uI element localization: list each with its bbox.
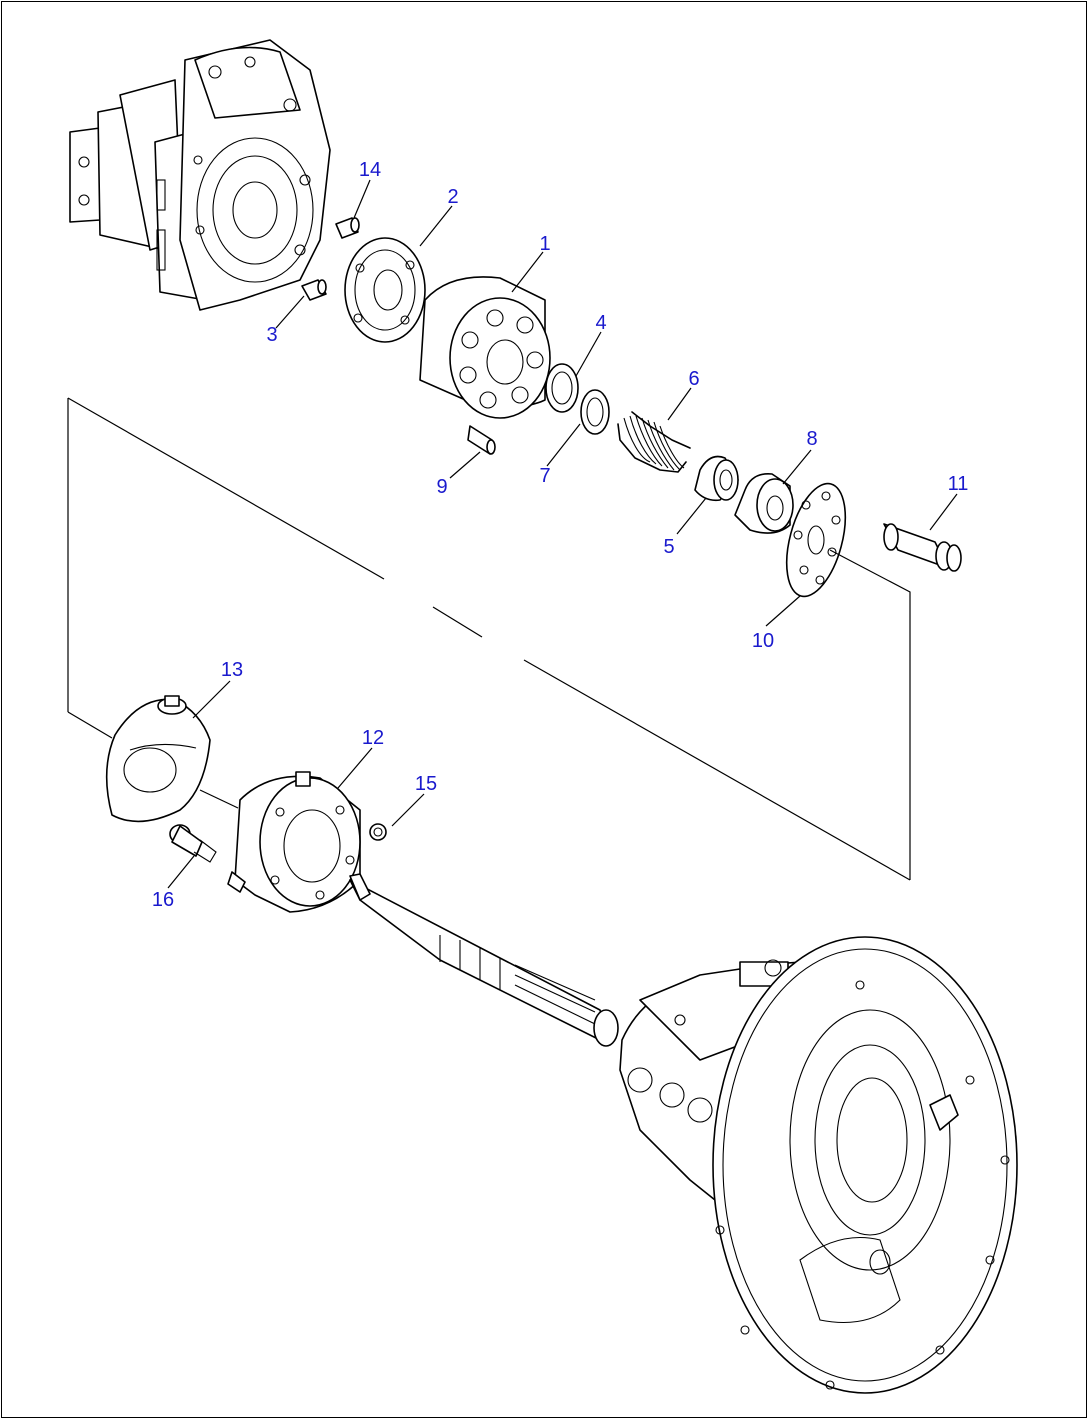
callout-10: 10 (752, 630, 774, 652)
pin-part-14 (335, 217, 360, 239)
cradle-part-12 (227, 771, 361, 913)
callout-labels: 1 2 3 4 5 6 7 8 9 10 11 12 13 14 15 16 (152, 159, 969, 911)
callout-6: 6 (688, 368, 699, 390)
callout-14: 14 (359, 159, 381, 181)
cylinder-block-part-1 (419, 276, 551, 419)
callout-3: 3 (266, 324, 277, 346)
bolt-part-16 (169, 824, 217, 863)
leader-lines (167, 179, 958, 889)
bushing-part-5 (694, 455, 739, 502)
spherical-bushing-part-8 (734, 473, 794, 534)
upper-pump-housing (69, 39, 331, 311)
valve-plate-part-2 (344, 237, 426, 343)
o-ring-part-15 (369, 823, 387, 841)
callout-12: 12 (362, 727, 384, 749)
callout-11: 11 (948, 473, 969, 495)
callout-15: 15 (415, 773, 437, 795)
spring-part-6 (617, 411, 691, 473)
swash-plate-part-13 (105, 695, 211, 823)
callout-2: 2 (447, 186, 458, 208)
washer-part-7 (580, 389, 610, 435)
callout-1: 1 (539, 233, 550, 255)
callout-5: 5 (663, 536, 674, 558)
lower-pump-housing (619, 936, 1018, 1394)
ring-part-4 (545, 363, 579, 413)
callout-7: 7 (539, 465, 550, 487)
pin-part-9 (467, 425, 496, 455)
shaft-pin-part-11 (883, 523, 962, 572)
callout-8: 8 (806, 428, 817, 450)
pin-part-3 (301, 279, 327, 301)
drive-shaft (349, 873, 619, 1047)
callout-4: 4 (595, 312, 606, 334)
callout-16: 16 (152, 889, 174, 911)
callout-9: 9 (436, 476, 447, 498)
phantom-frame-lines (67, 397, 911, 881)
callout-13: 13 (221, 659, 243, 681)
retainer-plate-part-10 (785, 482, 847, 598)
